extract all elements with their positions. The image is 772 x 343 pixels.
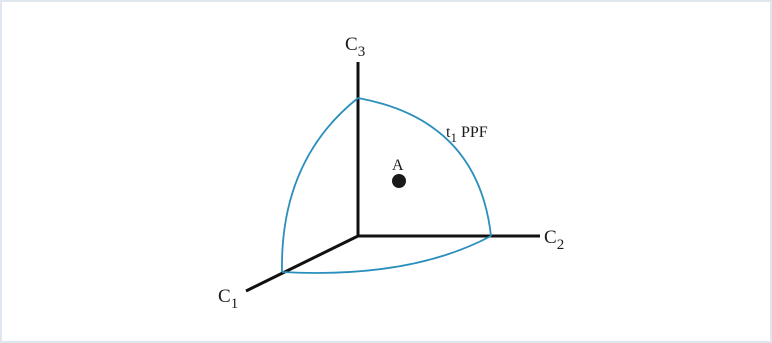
ppf-label-suffix: PPF	[457, 124, 488, 141]
axis-label-c1-sub: 1	[231, 296, 239, 312]
axis-label-c2-base: C	[544, 227, 557, 248]
axis-label-c2-sub: 2	[557, 237, 565, 253]
ppf-label-sub: 1	[450, 130, 457, 145]
axis-label-c1: C1	[218, 286, 238, 312]
point-a-marker	[392, 174, 406, 188]
axis-c1	[245, 234, 359, 293]
ppf-label-base: t	[446, 124, 451, 141]
ppf-curve-c1-c2	[281, 235, 492, 274]
ppf-curve-c3-c2	[357, 97, 492, 237]
ppf-curve-c3-c1	[281, 97, 359, 273]
axis-label-c3-base: C	[345, 34, 358, 55]
ppf-label: t1 PPF	[446, 124, 488, 145]
axis-label-c3: C3	[345, 34, 365, 60]
axis-label-c3-sub: 3	[358, 44, 366, 60]
axis-label-c1-base: C	[218, 286, 231, 307]
axis-label-c2: C2	[544, 227, 564, 253]
point-a-label: A	[392, 157, 404, 174]
